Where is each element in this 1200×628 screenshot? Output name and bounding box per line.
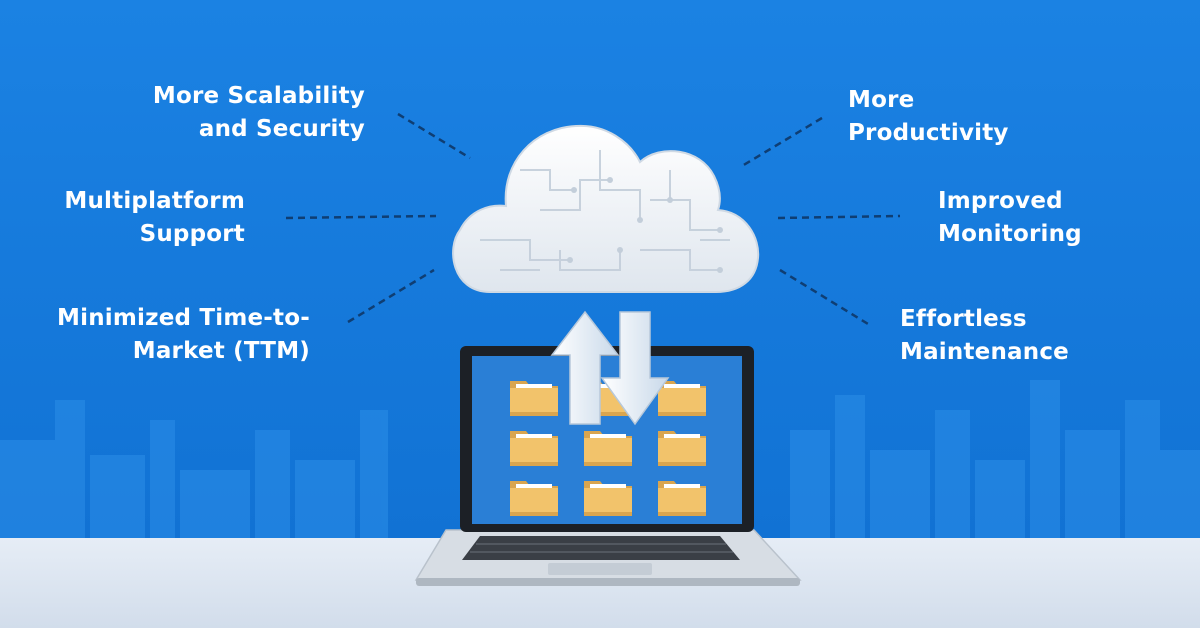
skyline-silhouette <box>0 380 1200 540</box>
folder-icon <box>584 481 632 516</box>
folder-grid <box>510 381 706 516</box>
benefit-line: Market (TTM) <box>132 338 310 364</box>
circuit-cloud-icon <box>452 124 760 293</box>
benefit-line: Multiplatform <box>64 188 245 214</box>
connector-multiplatform <box>285 214 437 220</box>
benefit-line: and Security <box>198 116 365 142</box>
benefit-line: Productivity <box>848 120 1009 146</box>
folder-icon <box>658 481 706 516</box>
connector-productivity <box>741 116 823 168</box>
folder-icon <box>510 481 558 516</box>
connector-ttm <box>347 268 435 324</box>
benefit-line: Minimized Time-to- <box>57 305 310 331</box>
connector-lines <box>285 112 901 326</box>
connector-maintenance <box>779 268 869 326</box>
keyboard <box>462 536 740 560</box>
connector-monitoring <box>777 214 901 220</box>
trackpad <box>548 563 652 575</box>
download-arrow-icon <box>600 311 670 426</box>
benefit-line: Improved <box>938 188 1063 214</box>
benefit-multiplatform-support: Multiplatform Support <box>64 185 245 251</box>
benefit-effortless-maintenance: Effortless Maintenance <box>900 303 1069 369</box>
benefit-line: Maintenance <box>900 339 1069 365</box>
upload-arrow-icon <box>550 310 620 425</box>
benefit-line: More Scalability <box>152 83 365 109</box>
benefit-more-productivity: More Productivity <box>848 84 1009 150</box>
benefit-improved-monitoring: Improved Monitoring <box>938 185 1082 251</box>
benefit-minimized-ttm: Minimized Time-to- Market (TTM) <box>57 302 310 368</box>
connector-scalability <box>397 112 471 160</box>
benefit-line: Effortless <box>900 306 1027 332</box>
benefit-line: Monitoring <box>938 221 1082 247</box>
folder-icon <box>658 381 706 416</box>
folder-icon <box>510 381 558 416</box>
folder-icon <box>658 431 706 466</box>
benefit-line: More <box>848 87 915 113</box>
laptop-base-edge <box>416 578 800 586</box>
benefit-scalability-security: More Scalability and Security <box>153 80 365 146</box>
folder-icon <box>510 431 558 466</box>
folder-icon <box>584 431 632 466</box>
benefit-line: Support <box>139 221 245 247</box>
